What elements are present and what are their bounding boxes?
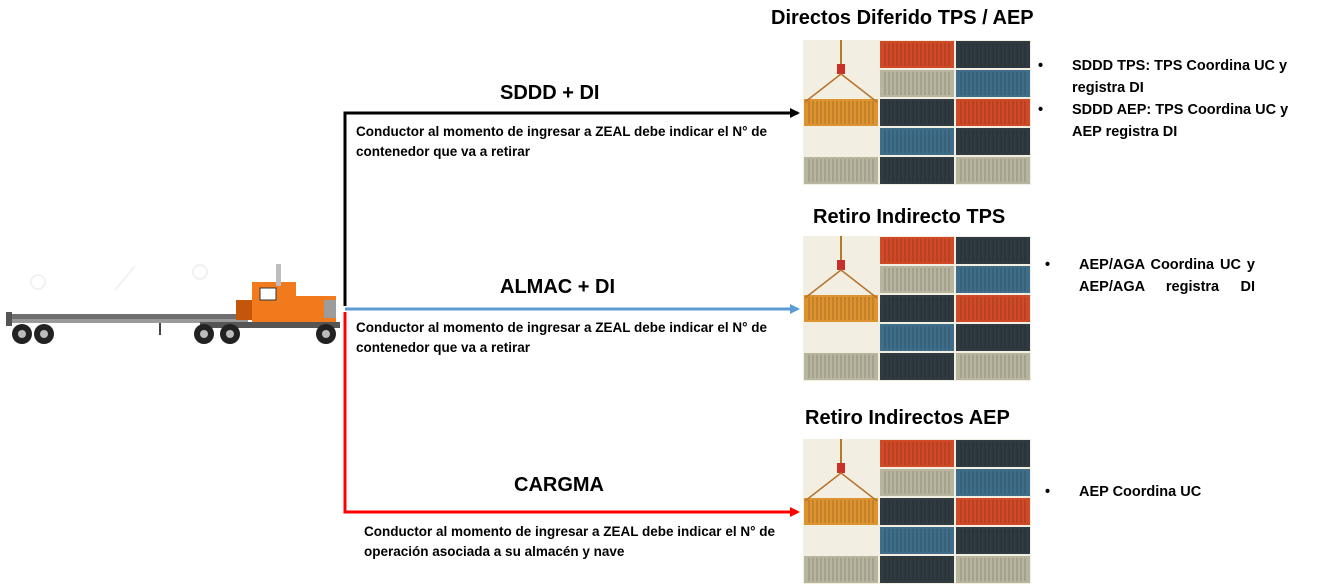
container-yard-icon [803,439,1031,584]
bullet-item: SDDD TPS: TPS Coordina UC y registra DI [1038,55,1308,99]
bullet-item: SDDD AEP: TPS Coordina UC y AEP registra… [1038,99,1308,143]
route-lines [343,108,800,517]
bullet-list-directos: SDDD TPS: TPS Coordina UC y registra DI … [1038,55,1308,143]
route-label-sddd: SDDD + DI [500,82,600,104]
section-title-indirectos-aep: Retiro Indirectos AEP [805,407,1010,429]
section-title-directos: Directos Diferido TPS / AEP [771,7,1034,29]
bullet-item: AEP/AGA Coordina UC y AEP/AGA registra D… [1045,254,1255,298]
route-note-almac: Conductor al momento de ingresar a ZEAL … [356,320,767,355]
container-yard-icon [803,236,1031,381]
route-arrow-cargma [343,312,800,517]
section-title-indirecto-tps: Retiro Indirecto TPS [813,206,1006,228]
route-note-cargma: Conductor al momento de ingresar a ZEAL … [364,524,775,559]
route-note-sddd: Conductor al momento de ingresar a ZEAL … [356,124,767,159]
route-label-almac: ALMAC + DI [500,276,615,298]
bullet-list-indirecto-tps: AEP/AGA Coordina UC y AEP/AGA registra D… [1045,254,1255,298]
bullet-list-indirectos-aep: AEP Coordina UC [1045,481,1275,503]
route-label-cargma: CARGMA [514,474,604,496]
truck-icon [6,264,340,344]
route-arrow-sddd [343,108,800,306]
bullet-item: AEP Coordina UC [1045,481,1275,503]
watermark [30,264,208,291]
container-yard-icon [803,40,1031,185]
